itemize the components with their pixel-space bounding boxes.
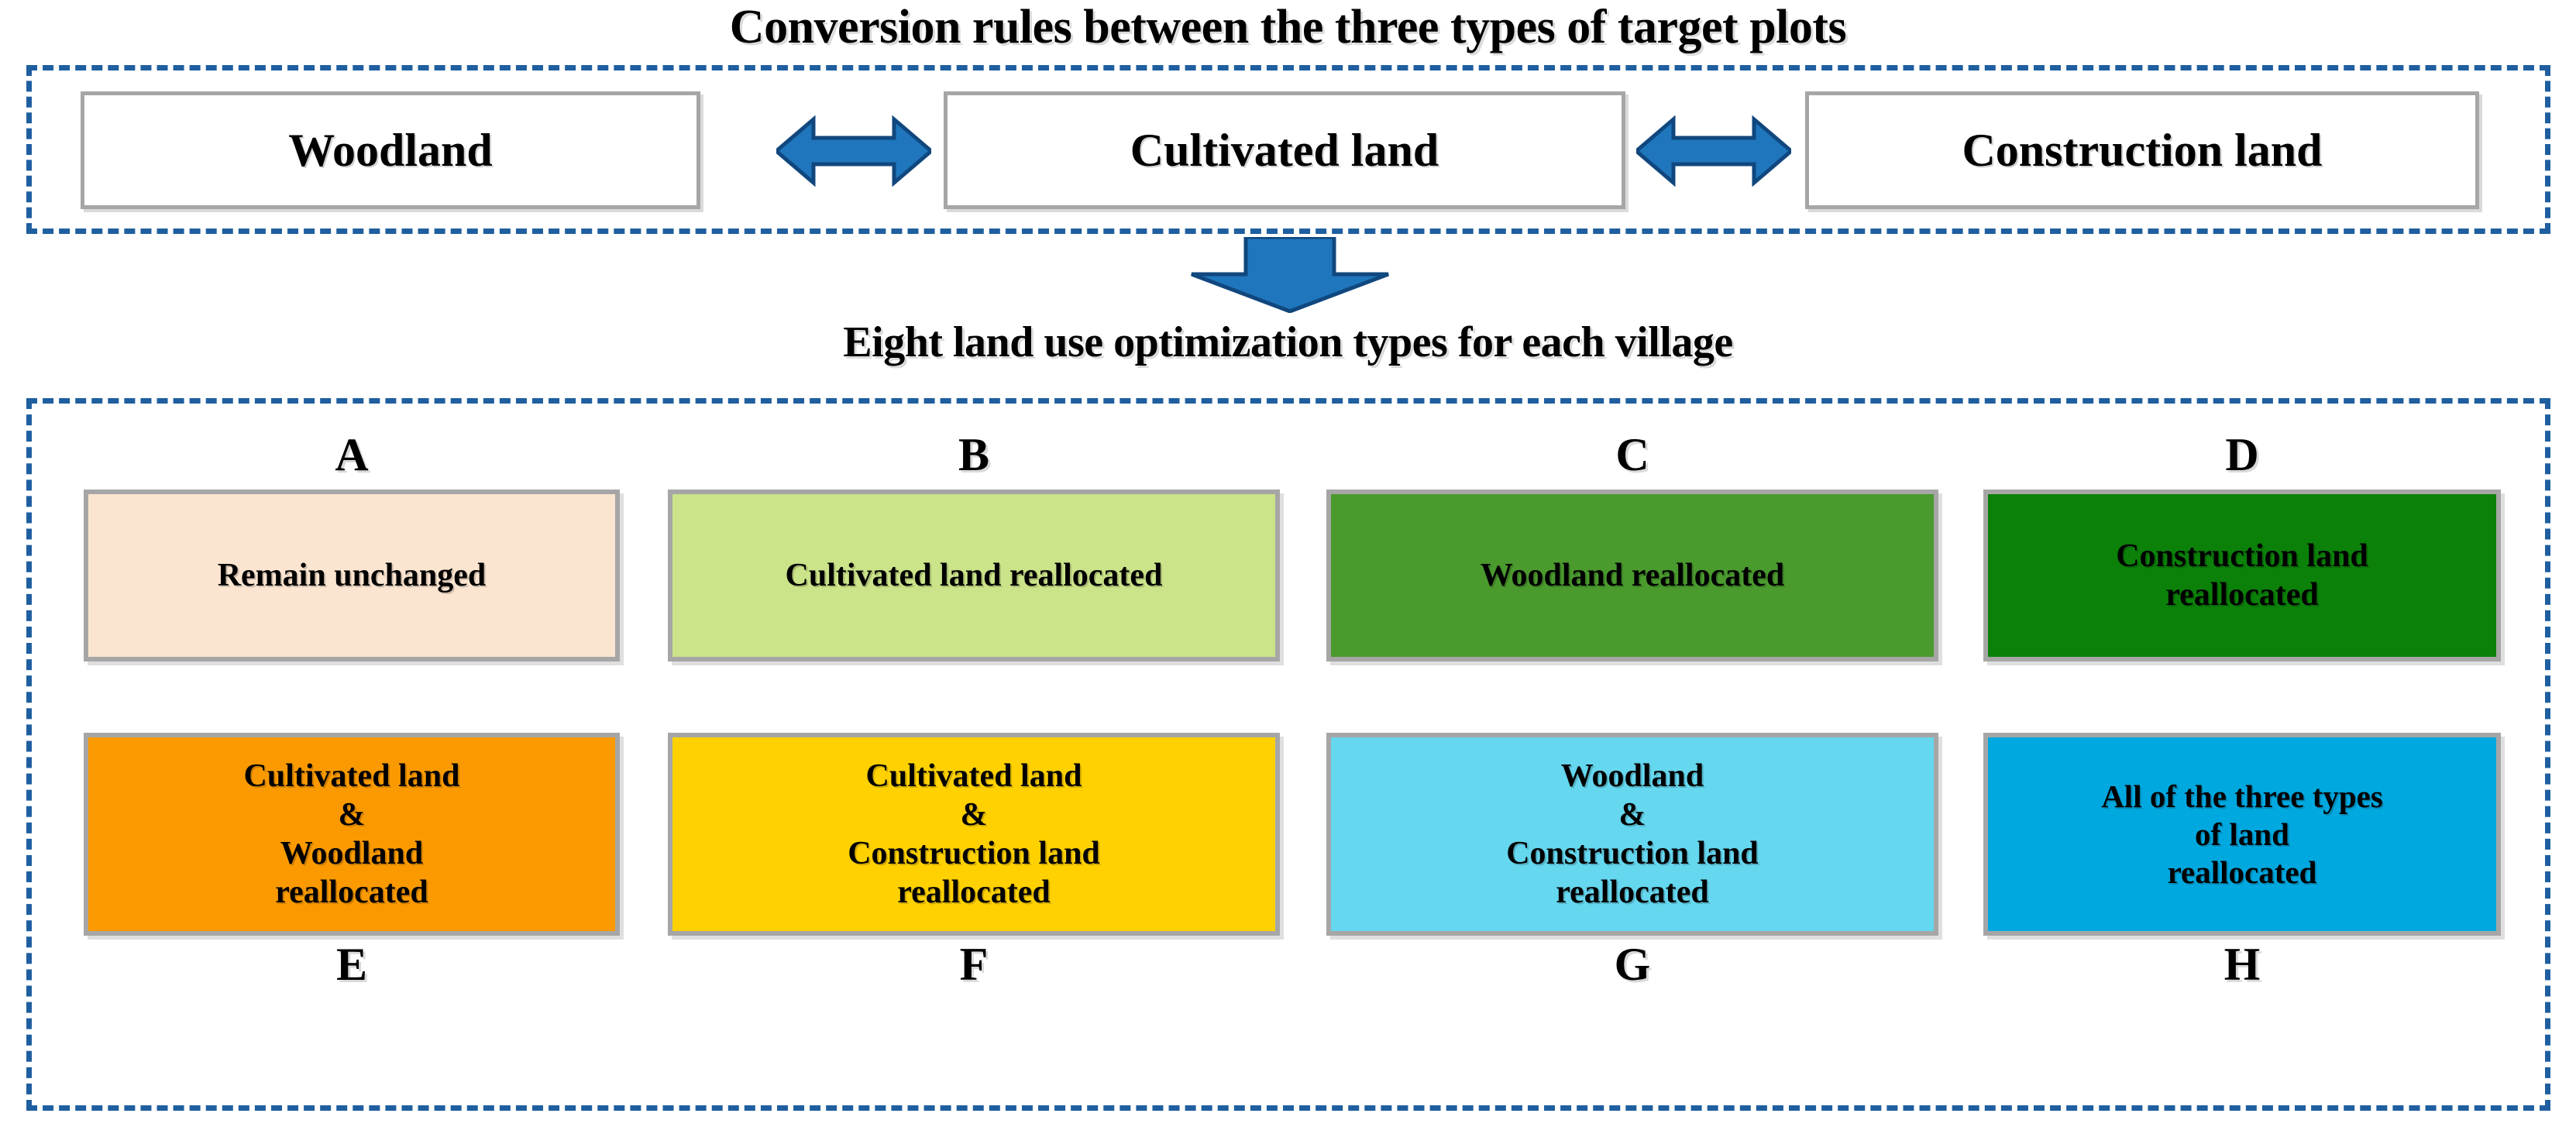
type-letter-g: G [1614,939,1651,990]
down-arrow-icon [1185,235,1395,314]
plot-box-woodland[interactable]: Woodland [81,91,700,209]
optimization-type-f[interactable]: Cultivated land & Construction land real… [668,733,1280,996]
optimization-type-d[interactable]: D Construction land reallocated [1983,431,2501,663]
plot-label-cultivated-land: Cultivated land [1130,124,1439,176]
double-arrow-cultivated-construction-icon [1633,115,1794,187]
optimization-type-g[interactable]: Woodland & Construction land reallocated… [1326,733,1938,996]
double-arrow-woodland-cultivated-icon [773,115,934,187]
type-text-g: Woodland & Construction land reallocated [1506,758,1759,910]
optimization-type-a[interactable]: A Remain unchanged [84,431,620,663]
conversion-rules-container [26,65,2550,234]
optimization-type-b[interactable]: B Cultivated land reallocated [668,431,1280,663]
type-box-h: All of the three types of land reallocat… [1983,733,2501,936]
type-letter-c: C [1615,429,1649,480]
type-text-d: Construction land reallocated [2116,538,2368,613]
type-box-c: Woodland reallocated [1326,490,1938,661]
type-text-b: Cultivated land reallocated [785,558,1163,593]
type-letter-b: B [958,429,990,480]
type-box-a: Remain unchanged [84,490,620,661]
plot-label-woodland: Woodland [288,124,493,176]
type-box-f: Cultivated land & Construction land real… [668,733,1280,936]
type-text-a: Remain unchanged [217,558,487,593]
plot-box-cultivated-land[interactable]: Cultivated land [944,91,1625,209]
type-text-e: Cultivated land & Woodland reallocated [243,758,460,910]
optimization-type-h[interactable]: All of the three types of land reallocat… [1983,733,2501,996]
type-box-b: Cultivated land reallocated [668,490,1280,661]
optimization-type-e[interactable]: Cultivated land & Woodland reallocated E [84,733,620,996]
type-letter-e: E [335,939,368,990]
type-letter-h: H [2223,939,2261,990]
plot-box-construction-land[interactable]: Construction land [1805,91,2479,209]
type-letter-a: A [335,429,369,480]
optimization-type-c[interactable]: C Woodland reallocated [1326,431,1938,663]
plot-label-construction-land: Construction land [1962,124,2323,176]
type-text-h: All of the three types of land reallocat… [2101,778,2383,890]
type-text-f: Cultivated land & Construction land real… [848,758,1100,910]
type-box-e: Cultivated land & Woodland reallocated [84,733,620,936]
type-box-g: Woodland & Construction land reallocated [1326,733,1938,936]
type-letter-d: D [2225,429,2259,480]
page-title: Conversion rules between the three types… [729,1,1847,53]
type-text-c: Woodland reallocated [1480,558,1785,593]
type-box-d: Construction land reallocated [1983,490,2501,661]
section-title: Eight land use optimization types for ea… [843,318,1733,366]
optimization-types-container [26,398,2550,1111]
type-letter-f: F [959,939,989,990]
